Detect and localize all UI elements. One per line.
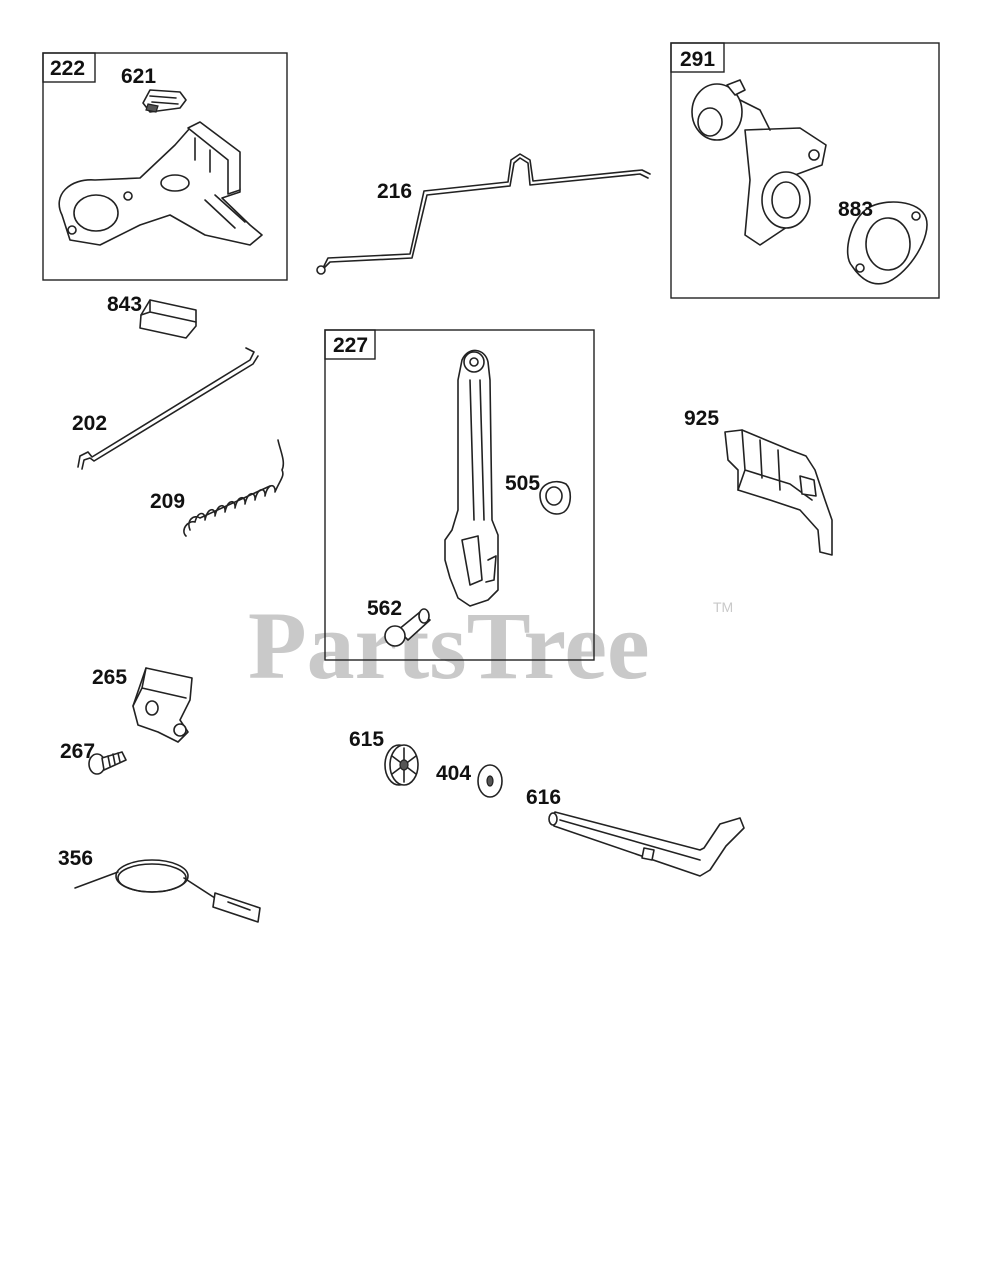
- label-265: 265: [92, 666, 127, 689]
- watermark-trademark: TM: [713, 599, 733, 615]
- valve-assembly-graphic[interactable]: [691, 79, 827, 246]
- label-616: 616: [526, 786, 561, 809]
- box-222-label: 222: [50, 57, 85, 80]
- label-216: 216: [377, 180, 412, 203]
- box-291-label: 291: [680, 48, 715, 71]
- label-356: 356: [58, 847, 93, 870]
- label-621: 621: [121, 65, 156, 88]
- box-291[interactable]: 291 883: [670, 42, 940, 299]
- part-505-graphic[interactable]: [539, 480, 572, 515]
- box-227-label: 227: [333, 334, 368, 357]
- watermark: PartsTree: [248, 592, 650, 699]
- bracket-graphic[interactable]: [58, 121, 263, 246]
- label-925: 925: [684, 407, 719, 430]
- lever-graphic[interactable]: [444, 349, 499, 607]
- box-227[interactable]: 227 505 562: [324, 329, 595, 661]
- label-267: 267: [60, 740, 95, 763]
- part-356-graphic[interactable]: [74, 859, 261, 923]
- part-404-graphic[interactable]: [477, 764, 503, 798]
- label-505: 505: [505, 472, 540, 495]
- label-209: 209: [150, 490, 185, 513]
- part-883-graphic[interactable]: [846, 201, 928, 285]
- part-843-graphic[interactable]: [139, 299, 197, 339]
- part-562-graphic[interactable]: [384, 608, 431, 647]
- part-267-graphic[interactable]: [88, 751, 127, 775]
- box-222[interactable]: 222 621: [42, 52, 288, 281]
- part-265-graphic[interactable]: [132, 667, 193, 743]
- label-883: 883: [838, 198, 873, 221]
- part-621-graphic[interactable]: [142, 89, 187, 113]
- part-209-graphic[interactable]: [183, 439, 285, 537]
- label-202: 202: [72, 412, 107, 435]
- part-925-graphic[interactable]: [724, 429, 833, 556]
- label-843: 843: [107, 293, 142, 316]
- part-616-graphic[interactable]: [548, 811, 745, 877]
- part-202-graphic[interactable]: [77, 347, 259, 470]
- part-615-graphic[interactable]: [384, 744, 419, 786]
- label-562: 562: [367, 597, 402, 620]
- label-615: 615: [349, 728, 384, 751]
- part-216-graphic[interactable]: [316, 153, 651, 275]
- label-404: 404: [436, 762, 471, 785]
